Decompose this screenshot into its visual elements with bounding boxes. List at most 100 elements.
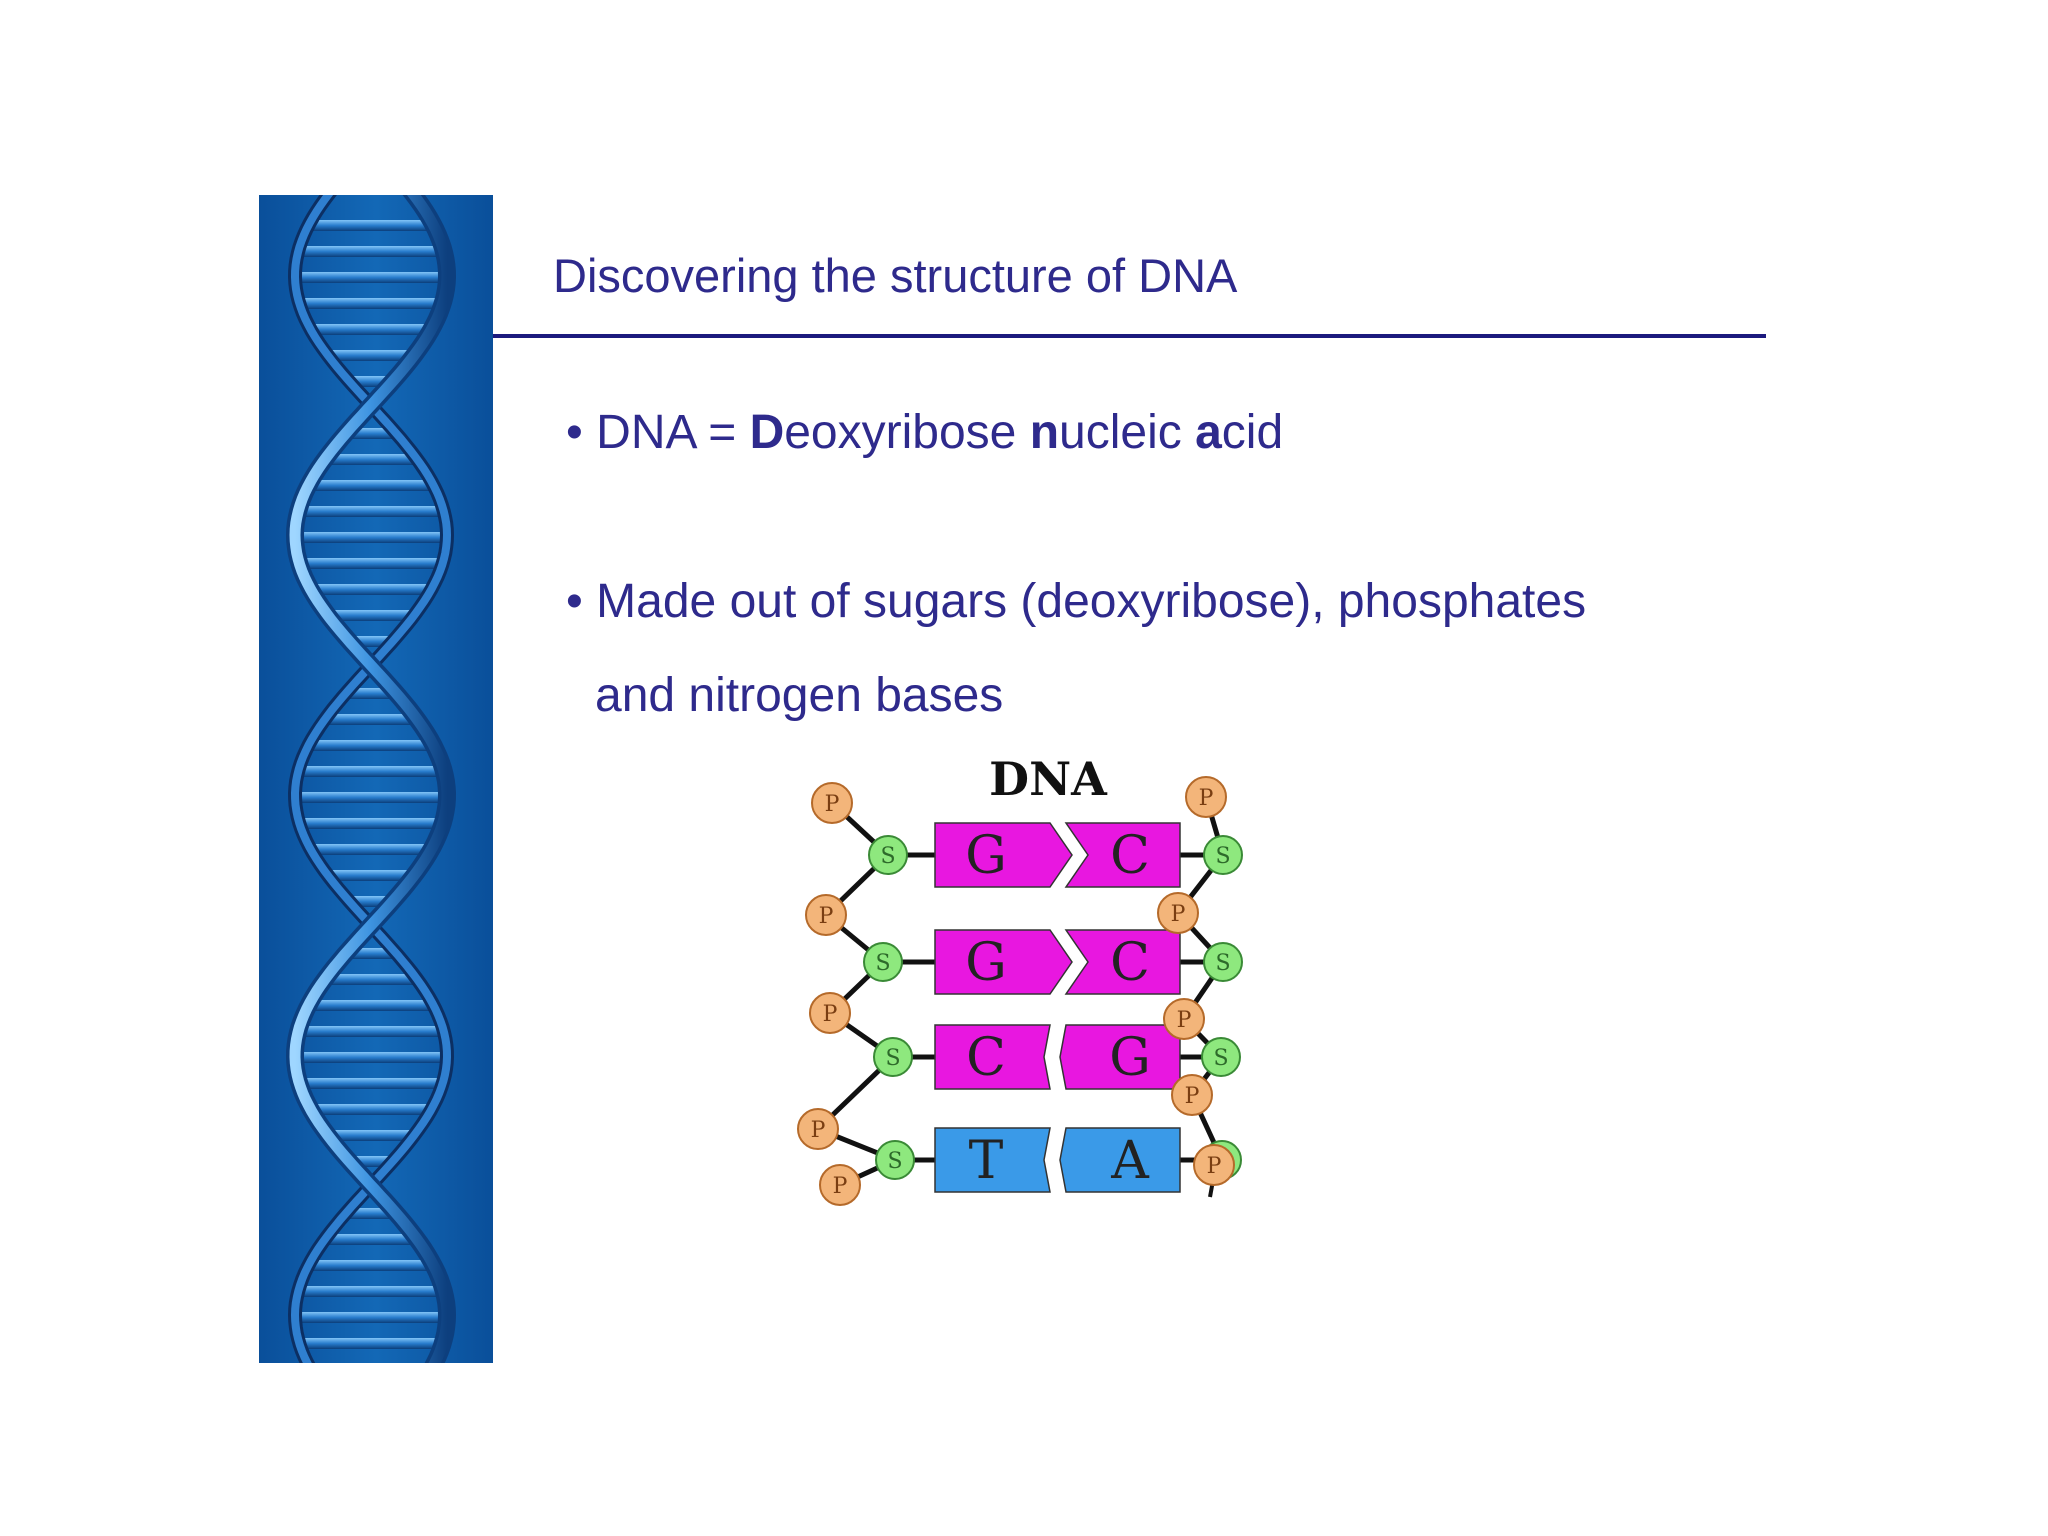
phosphate-node <box>805 894 847 936</box>
sugar-label: S <box>887 1149 902 1174</box>
helix-rung <box>299 298 443 309</box>
phosphate-node <box>797 1108 839 1150</box>
base-letter-left: C <box>966 1028 1006 1088</box>
phosphate-node <box>1171 1074 1213 1116</box>
helix-rung <box>299 1078 443 1089</box>
bullet-line-1-text: Made out of sugars (deoxyribose), phosph… <box>596 575 1587 628</box>
helix-rung <box>298 246 444 257</box>
bullet-line-2: and nitrogen bases <box>566 649 1586 743</box>
helix-rung <box>310 584 432 595</box>
bullet-text-5: ucleic <box>1059 406 1196 459</box>
phosphate-node <box>1193 1144 1235 1186</box>
sugar-node <box>1203 942 1243 982</box>
bullet-line-2-text: and nitrogen bases <box>595 669 1004 722</box>
sugar-label: S <box>880 844 895 869</box>
base-letter-right: C <box>1110 933 1150 993</box>
helix-rung <box>325 974 417 985</box>
phosphate-label: P <box>1177 1008 1192 1033</box>
bullet-text-6-bold: a <box>1195 406 1222 459</box>
sugar-node <box>1203 835 1243 875</box>
sugar-node <box>863 942 903 982</box>
helix-rung <box>295 272 447 283</box>
base-right-block <box>1064 929 1181 995</box>
helix-rung <box>310 844 432 855</box>
sugar-node <box>875 1140 915 1180</box>
helix-rung <box>298 506 444 517</box>
base-letter-left: G <box>965 826 1007 886</box>
base-right-block <box>1059 1127 1181 1193</box>
helix-rung <box>298 766 444 777</box>
phosphate-label: P <box>811 1118 826 1143</box>
helix-rung <box>310 1104 432 1115</box>
helix-rung <box>327 350 415 361</box>
phosphate-label: P <box>1207 1154 1222 1179</box>
sugar-node <box>873 1037 913 1077</box>
phosphate-label: P <box>819 904 834 929</box>
bullet-symbol: • <box>566 575 583 628</box>
base-letter-left: G <box>965 933 1007 993</box>
phosphate-node <box>809 992 851 1034</box>
phosphate-label: P <box>1171 902 1186 927</box>
bullet-dna-components: • Made out of sugars (deoxyribose), phos… <box>566 555 1586 743</box>
helix-rung <box>325 454 417 465</box>
sugar-label: S <box>875 951 890 976</box>
sugar-label: S <box>1215 951 1230 976</box>
helix-rung <box>327 610 415 621</box>
helix-rung <box>295 792 447 803</box>
helix-rung <box>299 558 443 569</box>
bullet-dna-definition: • DNA = Deoxyribose nucleic acid <box>566 386 1283 480</box>
helix-rung <box>310 324 432 335</box>
phosphate-label: P <box>1185 1084 1200 1109</box>
base-letter-right: C <box>1110 826 1150 886</box>
phosphate-node <box>1163 998 1205 1040</box>
bullet-text-3: eoxyribose <box>784 406 1030 459</box>
helix-rung <box>325 714 417 725</box>
sugar-label: S <box>885 1046 900 1071</box>
helix-rung <box>327 1130 415 1141</box>
sugar-node <box>868 835 908 875</box>
base-letter-right: G <box>1109 1028 1151 1088</box>
helix-rung <box>295 532 447 543</box>
helix-rung <box>308 1000 434 1011</box>
helix-rung <box>325 1234 417 1245</box>
phosphate-label: P <box>823 1002 838 1027</box>
sugar-node <box>1201 1037 1241 1077</box>
sugar-label: S <box>1213 1046 1228 1071</box>
base-letter-right: A <box>1110 1131 1150 1191</box>
title-divider <box>493 334 1766 338</box>
phosphate-node <box>1185 776 1227 818</box>
base-letter-left: T <box>969 1131 1004 1191</box>
bullet-text-2-bold: D <box>749 406 785 459</box>
bullet-line-1: • Made out of sugars (deoxyribose), phos… <box>566 555 1586 649</box>
helix-rung <box>295 1312 447 1323</box>
bullet-text-7: cid <box>1221 406 1284 459</box>
base-left-block <box>934 1024 1051 1090</box>
diagram-title: DNA <box>989 752 1108 806</box>
helix-rung <box>308 1260 434 1271</box>
bullet-text-1: DNA = <box>596 406 750 459</box>
phosphate-label: P <box>825 792 840 817</box>
phosphate-node <box>1157 892 1199 934</box>
phosphate-label: P <box>1199 786 1214 811</box>
helix-rung <box>299 818 443 829</box>
base-left-block <box>934 822 1073 888</box>
helix-rung <box>298 1286 444 1297</box>
bullet-text-4-bold: n <box>1029 406 1060 459</box>
bullet-symbol: • <box>566 406 583 459</box>
helix-rung <box>295 1052 447 1063</box>
base-right-block <box>1064 822 1181 888</box>
helix-rung <box>308 740 434 751</box>
helix-rung <box>308 220 434 231</box>
sugar-label: S <box>1215 844 1230 869</box>
dna-helix-decoration <box>259 195 493 1363</box>
helix-rung <box>299 1338 443 1349</box>
helix-rung <box>298 1026 444 1037</box>
helix-rung <box>308 480 434 491</box>
helix-rung <box>327 870 415 881</box>
slide-title: Discovering the structure of DNA <box>553 249 1238 302</box>
phosphate-label: P <box>833 1174 848 1199</box>
base-left-block <box>934 1127 1051 1193</box>
phosphate-node <box>819 1164 861 1206</box>
phosphate-node <box>811 782 853 824</box>
